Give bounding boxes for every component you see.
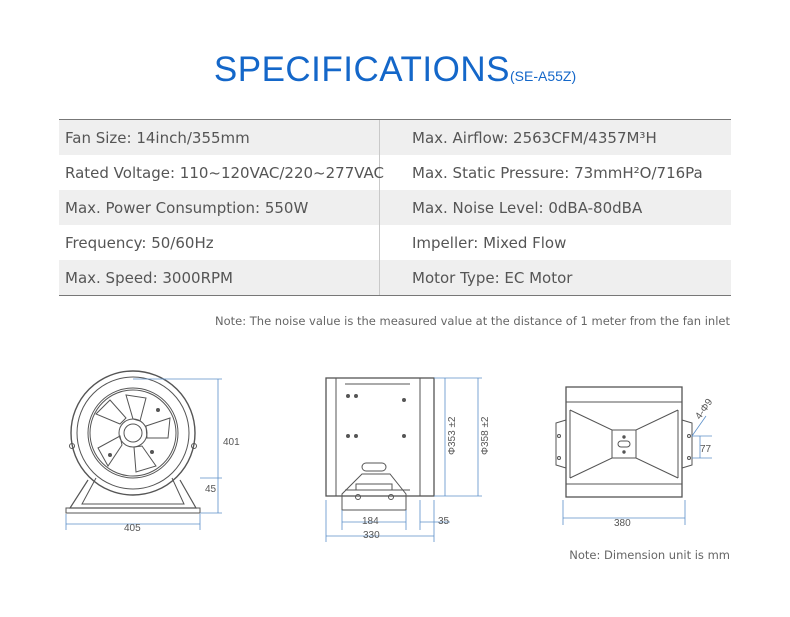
front-base-height-label: 45 (205, 484, 217, 495)
front-width-label: 405 (124, 523, 141, 534)
spec-row: Fan Size: 14inch/355mm Max. Airflow: 256… (59, 120, 731, 155)
spec-table: Fan Size: 14inch/355mm Max. Airflow: 256… (59, 119, 731, 296)
side-view-dimension-lines (325, 377, 482, 542)
spec-fan-size: Fan Size: 14inch/355mm (59, 120, 380, 155)
top-view-drawing (555, 386, 693, 498)
page-title: SPECIFICATIONS (213, 50, 510, 89)
spec-rated-voltage: Rated Voltage: 110~120VAC/220~277VAC (59, 155, 384, 190)
spec-row: Max. Power Consumption: 550W Max. Noise … (59, 190, 731, 225)
noise-note: Note: The noise value is the measured va… (215, 314, 730, 328)
spec-row: Frequency: 50/60Hz Impeller: Mixed Flow (59, 225, 731, 260)
top-view-dimension-lines (562, 415, 712, 525)
model-number: (SE-A55Z) (509, 68, 577, 84)
side-bracket-width-label: 184 (362, 516, 379, 527)
spec-max-speed: Max. Speed: 3000RPM (59, 260, 380, 295)
title-row: SPECIFICATIONS(SE-A55Z) (0, 50, 790, 90)
spec-row: Max. Speed: 3000RPM Motor Type: EC Motor (59, 260, 731, 295)
side-length-label: 330 (363, 530, 380, 541)
spec-row: Rated Voltage: 110~120VAC/220~277VAC Max… (59, 155, 731, 190)
front-view-dimension-lines (65, 378, 222, 530)
spec-static-pressure: Max. Static Pressure: 73mmH²O/716Pa (412, 163, 703, 182)
top-hole-spacing-label: 77 (700, 444, 712, 455)
side-inner-diameter-label: Φ353 ±2 (447, 416, 458, 455)
front-height-label: 401 (223, 437, 240, 448)
spec-power: Max. Power Consumption: 550W (59, 190, 380, 225)
spec-motor-type: Motor Type: EC Motor (412, 268, 573, 287)
side-view-drawing (325, 377, 435, 511)
unit-note: Note: Dimension unit is mm (569, 548, 730, 562)
spec-impeller: Impeller: Mixed Flow (412, 233, 567, 252)
front-view-drawing (65, 370, 201, 514)
spec-noise-level: Max. Noise Level: 0dBA-80dBA (412, 198, 643, 217)
spec-max-airflow: Max. Airflow: 2563CFM/4357M³H (412, 128, 657, 147)
top-width-label: 380 (614, 518, 631, 529)
side-outer-diameter-label: Φ358 ±2 (480, 416, 491, 455)
side-flange-label: 35 (438, 516, 450, 527)
spec-frequency: Frequency: 50/60Hz (59, 225, 380, 260)
top-holes-label: 4-Φ9 (693, 397, 715, 422)
